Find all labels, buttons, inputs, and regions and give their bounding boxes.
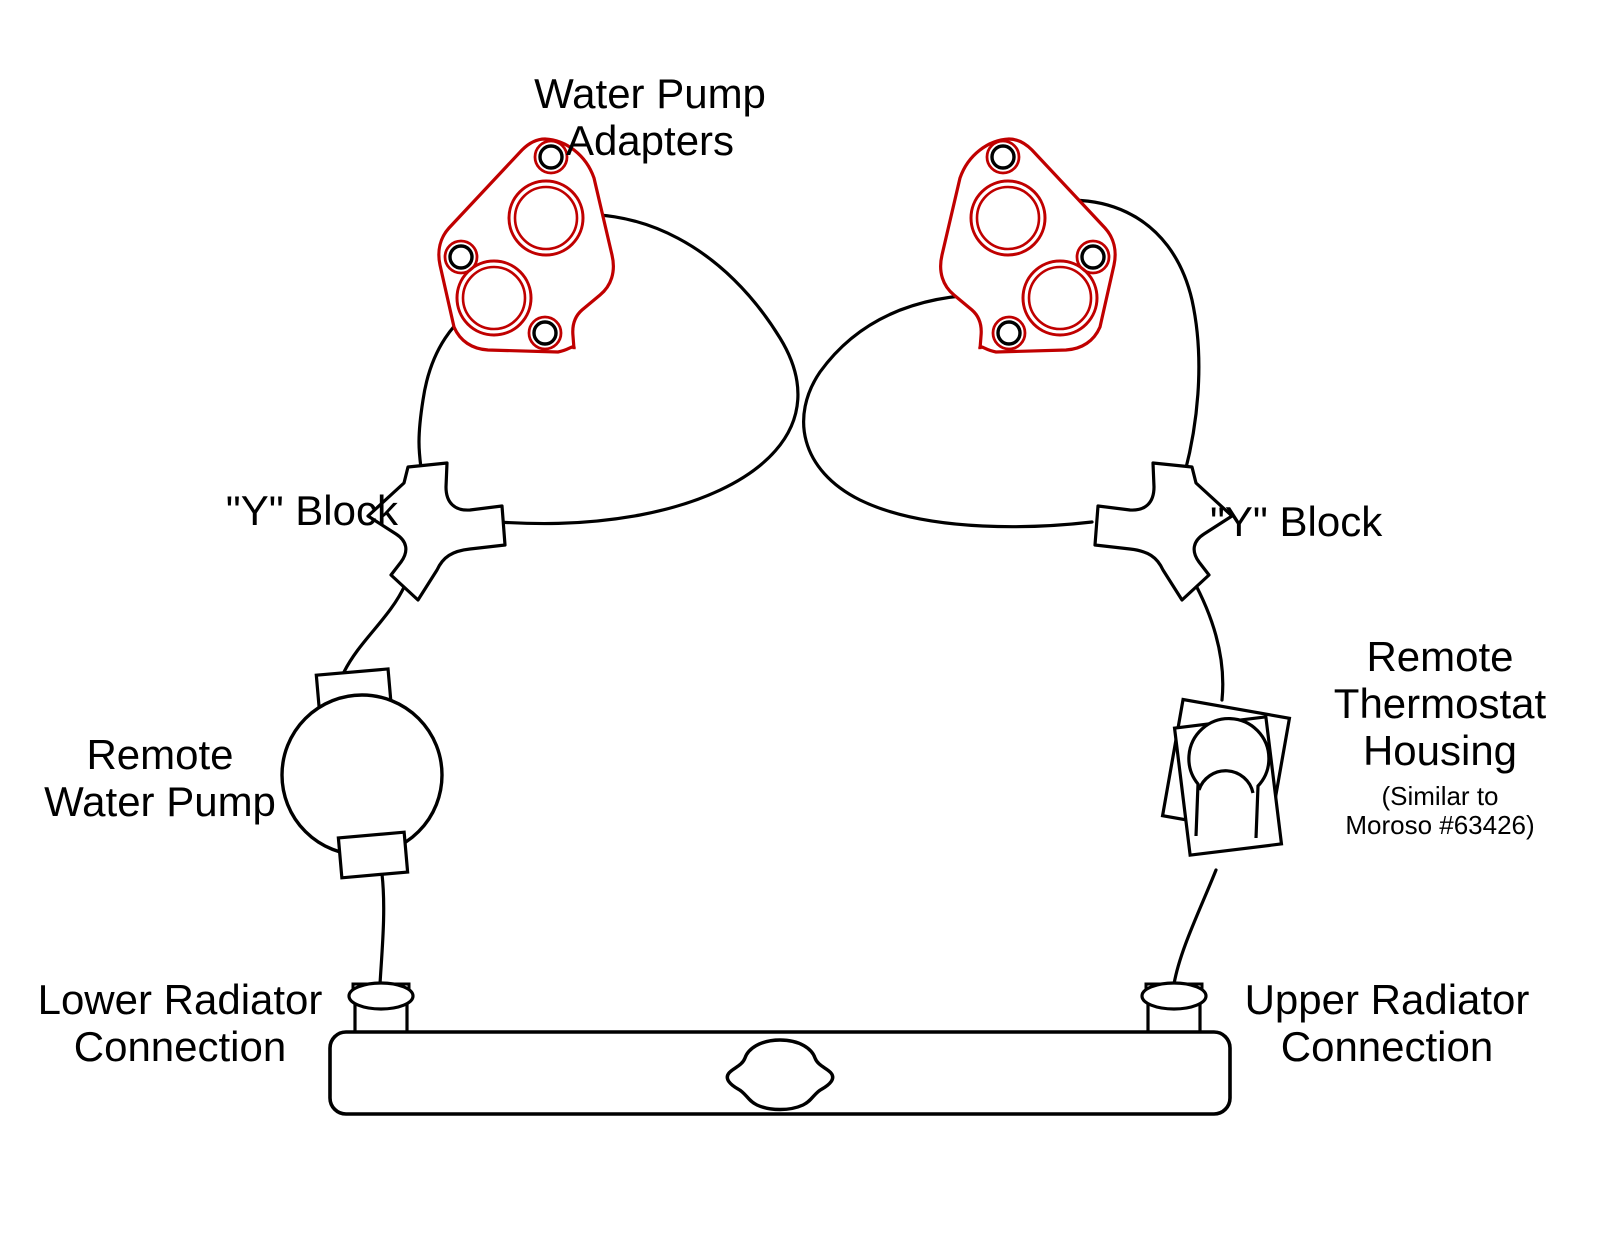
label-y-block-right: "Y" Block [1210,498,1383,545]
adapter-right-bolt-hole-left [1080,244,1106,270]
water-pump-adapter-right [939,137,1117,354]
adapter-right-bolt-hole-bottom [996,320,1022,346]
label-upper-radiator-connection: Upper Radiator Connection [1244,976,1530,1071]
label-lower-radiator-connection: Lower Radiator Connection [37,976,323,1071]
radiator-tank [328,981,1232,1116]
adapter-right-lower-port-inner [1027,265,1093,331]
adapter-right-bolt-hole-top [990,144,1016,170]
y-block-right-body [1093,461,1234,602]
label-thermostat-note: (Similar to Moroso #63426) [1345,781,1535,841]
adapter-left-upper-port-outer [507,179,585,257]
hose-right-y-block-to-thermostat [1190,576,1225,702]
thermostat-dome-inner [1197,769,1255,794]
label-water-pump-adapters: Water Pump Adapters [534,70,766,165]
hose-left-y-block-to-water-pump [342,583,407,674]
adapter-right-lower-port-outer [1021,259,1099,337]
adapter-left-bolt-hole-left-ring [443,239,479,275]
hose-water-pump-to-lower-radiator [378,872,386,986]
adapter-left-bolt-hole-left [448,244,474,270]
y-block-left-body [366,461,507,602]
thermostat-dome-outer [1187,716,1271,839]
label-y-block-left: "Y" Block [225,487,398,534]
adapter-left-bolt-hole-top [538,144,564,170]
adapter-left-bolt-hole-bottom-ring [527,315,563,351]
y-block-right [1093,461,1234,602]
upper-radiator-neck-flange [1140,981,1208,1011]
label-remote-thermostat-housing: Remote Thermostat Housing [1333,633,1547,775]
adapter-right-outline [939,137,1117,354]
adapter-left-outline [437,137,615,354]
upper-radiator-neck [1140,981,1208,1039]
water-pump-housing [280,693,444,857]
adapter-right-upper-port-inner [975,185,1041,251]
hose-left-adapter-upper-to-left-y-block [496,212,800,526]
adapter-left-lower-port-inner [461,265,527,331]
adapter-right-bolt-hole-bottom-ring [991,315,1027,351]
lower-radiator-neck [347,981,415,1039]
adapter-left-bolt-hole-top-ring [533,139,569,175]
lower-radiator-neck-flange [347,981,415,1011]
adapter-left-bolt-hole-bottom [532,320,558,346]
adapter-right-bolt-hole-top-ring [985,139,1021,175]
label-remote-water-pump: Remote Water Pump [44,731,276,826]
hose-right-adapter-lower-to-right-y-block [802,292,1094,529]
remote-water-pump [280,667,444,880]
water-pump-adapter-left [437,137,615,354]
remote-thermostat-housing [1160,697,1292,857]
radiator-cap-icon [725,1038,835,1112]
adapter-right-bolt-hole-left-ring [1075,239,1111,275]
adapter-left-upper-port-inner [513,185,579,251]
y-block-left [366,461,507,602]
water-pump-outlet-port [336,830,410,880]
adapter-left-lower-port-outer [455,259,533,337]
adapter-right-upper-port-outer [969,179,1047,257]
hose-thermostat-to-upper-radiator [1172,868,1218,986]
